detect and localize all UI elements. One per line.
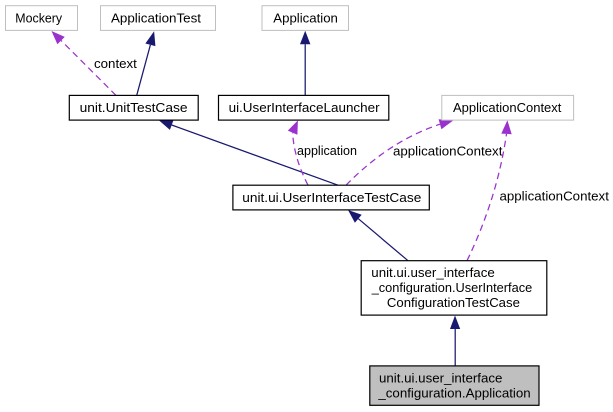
svg-text:unit.ui.UserInterfaceTestCase: unit.ui.UserInterfaceTestCase: [242, 190, 421, 205]
svg-text:ui.UserInterfaceLauncher: ui.UserInterfaceLauncher: [229, 100, 381, 115]
svg-text:ApplicationTest: ApplicationTest: [111, 11, 201, 26]
svg-text:Mockery: Mockery: [15, 11, 62, 26]
svg-text:ConfigurationTestCase: ConfigurationTestCase: [387, 295, 520, 310]
svg-text:unit.ui.user_interface: unit.ui.user_interface: [371, 265, 494, 280]
svg-text:unit.UnitTestCase: unit.UnitTestCase: [80, 100, 188, 115]
svg-text:Application: Application: [273, 11, 338, 26]
svg-text:_configuration.Application: _configuration.Application: [377, 385, 530, 400]
svg-text:ApplicationContext: ApplicationContext: [453, 100, 562, 115]
svg-text:_configuration.UserInterface: _configuration.UserInterface: [371, 280, 532, 295]
svg-text:applicationContext: applicationContext: [393, 143, 503, 158]
svg-text:application: application: [297, 143, 357, 158]
svg-text:context: context: [94, 56, 137, 71]
svg-text:applicationContext: applicationContext: [500, 188, 610, 203]
svg-text:unit.ui.user_interface: unit.ui.user_interface: [379, 370, 502, 385]
